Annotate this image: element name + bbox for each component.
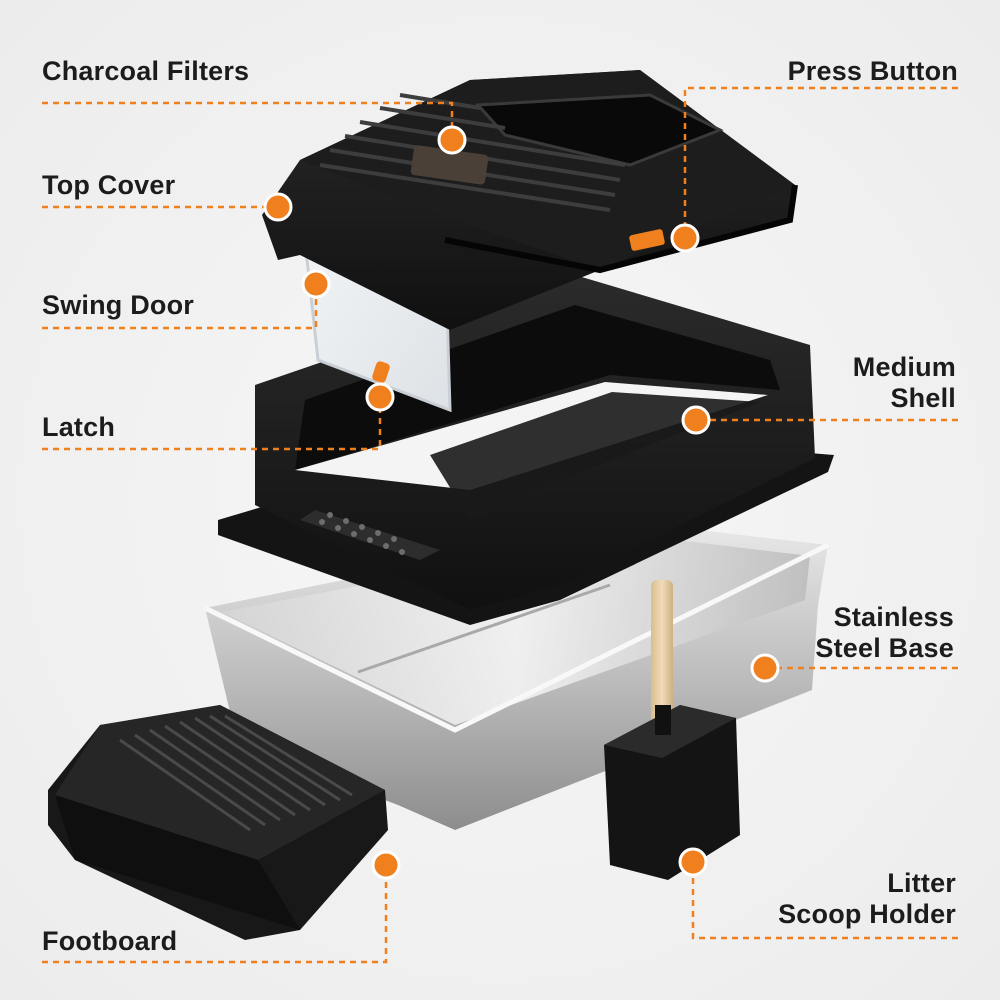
label-press-button: Press Button xyxy=(788,56,958,87)
label-charcoal-filters-text: Charcoal Filters xyxy=(42,56,250,86)
label-top-cover-text: Top Cover xyxy=(42,170,176,200)
top-cover-shape xyxy=(262,70,798,330)
label-medium-shell: Medium Shell xyxy=(853,352,956,414)
label-litter-scoop-holder-line-1: Litter xyxy=(887,868,956,898)
label-charcoal-filters: Charcoal Filters xyxy=(42,56,249,87)
callout-dot-medium-shell xyxy=(681,405,711,435)
litter-scoop-holder-shape xyxy=(604,580,740,880)
label-footboard: Footboard xyxy=(42,926,177,957)
callout-dot-swing-door xyxy=(301,269,331,299)
label-stainless-steel-base-line-2: Steel Base xyxy=(815,633,954,663)
callout-dot-latch xyxy=(365,382,395,412)
callout-dot-charcoal-filters xyxy=(437,125,467,155)
label-footboard-text: Footboard xyxy=(42,926,178,956)
label-litter-scoop-holder-line-2: Scoop Holder xyxy=(778,899,956,929)
callout-dot-footboard xyxy=(371,850,401,880)
callout-dot-top-cover xyxy=(263,192,293,222)
label-litter-scoop-holder: Litter Scoop Holder xyxy=(778,868,956,930)
label-medium-shell-line-1: Medium xyxy=(852,352,956,382)
callout-dots xyxy=(263,125,780,880)
callout-dot-litter-scoop-holder xyxy=(678,847,708,877)
label-stainless-steel-base: Stainless Steel Base xyxy=(815,602,954,664)
label-latch: Latch xyxy=(42,412,115,443)
label-press-button-text: Press Button xyxy=(787,56,958,86)
label-medium-shell-line-2: Shell xyxy=(890,383,956,413)
callout-dot-press-button xyxy=(670,223,700,253)
callout-dot-stainless-steel-base xyxy=(750,653,780,683)
label-latch-text: Latch xyxy=(42,412,116,442)
label-top-cover: Top Cover xyxy=(42,170,175,201)
footboard-shape xyxy=(48,705,388,940)
label-swing-door-text: Swing Door xyxy=(42,290,194,320)
label-stainless-steel-base-line-1: Stainless xyxy=(833,602,954,632)
label-swing-door: Swing Door xyxy=(42,290,194,321)
